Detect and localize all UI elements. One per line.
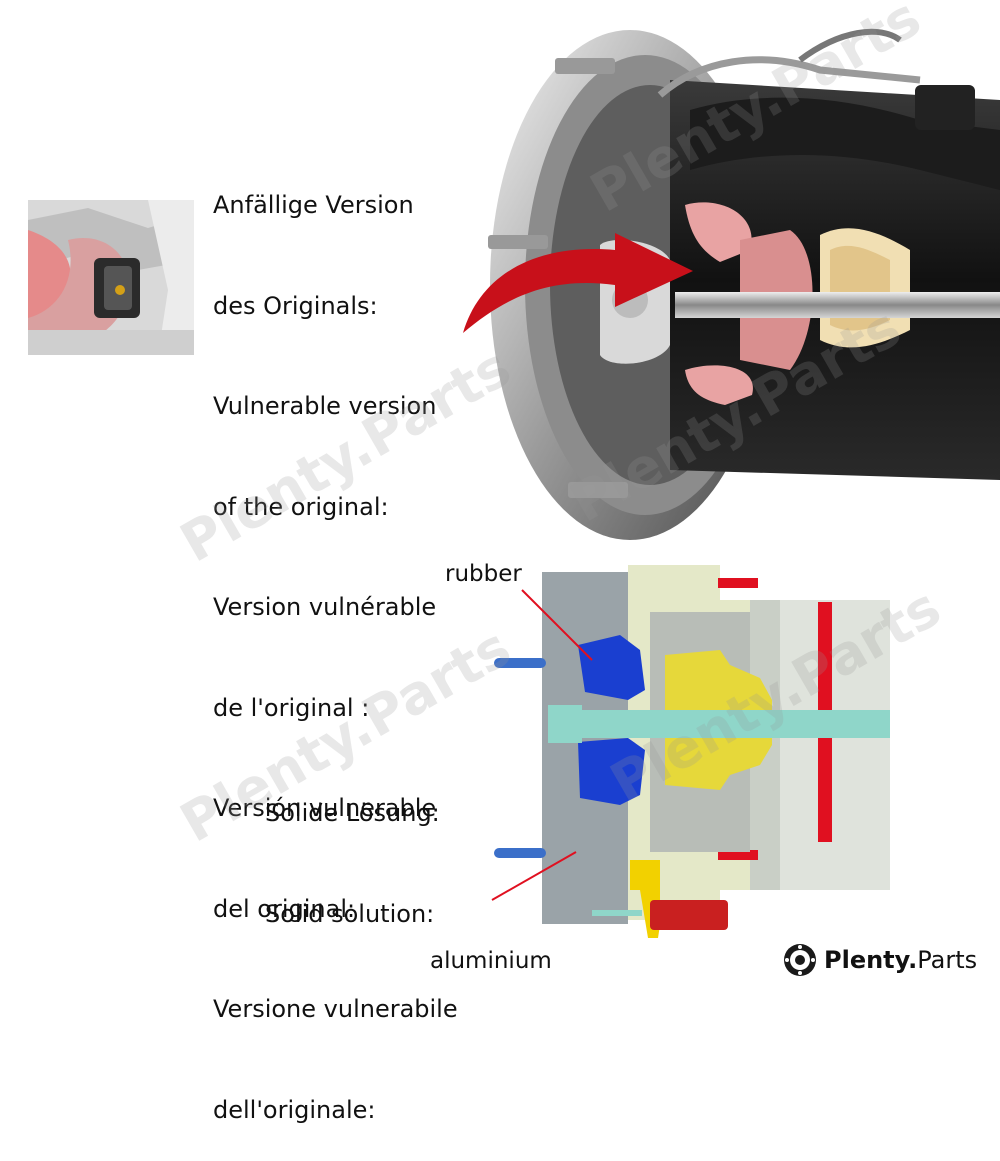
caption-line: of the original: — [213, 492, 389, 521]
caption-line: Versione vulnerabile — [213, 995, 458, 1023]
caption-line: del original: — [213, 894, 356, 923]
aluminium-label: aluminium — [430, 948, 552, 974]
caption-line: Vulnerable version — [213, 392, 437, 420]
highlight-arrow — [455, 215, 705, 340]
caption-line: dell'originale: — [213, 1095, 376, 1124]
caption-line: des Originals: — [213, 291, 378, 320]
brake-disc-icon — [784, 944, 816, 976]
inset-closeup-image — [28, 200, 194, 355]
caption-line: Solid solution: — [265, 899, 435, 928]
caption-line: Version vulnérable — [213, 593, 437, 621]
caption-line: Versión vulnerable — [213, 794, 437, 822]
rubber-label: rubber — [445, 561, 522, 587]
brand-name: Plenty.Parts — [824, 946, 977, 974]
caption-line: Solide Lösung: — [265, 799, 440, 827]
caption-line: Anfällige Version — [213, 191, 414, 219]
solid-solution-cross-section — [480, 560, 900, 950]
brand-name-dot: . — [908, 946, 918, 974]
brand-name-main: Plenty — [824, 946, 909, 974]
caption-solid-solution: Solide Lösung: Solid solution: — [265, 730, 440, 965]
caption-line: de l'original : — [213, 693, 370, 722]
caption-vulnerable-version: Anfällige Version des Originals: Vulnera… — [213, 122, 458, 1161]
brand-logo: Plenty.Parts — [782, 940, 977, 980]
brand-name-suffix: Parts — [917, 946, 978, 974]
